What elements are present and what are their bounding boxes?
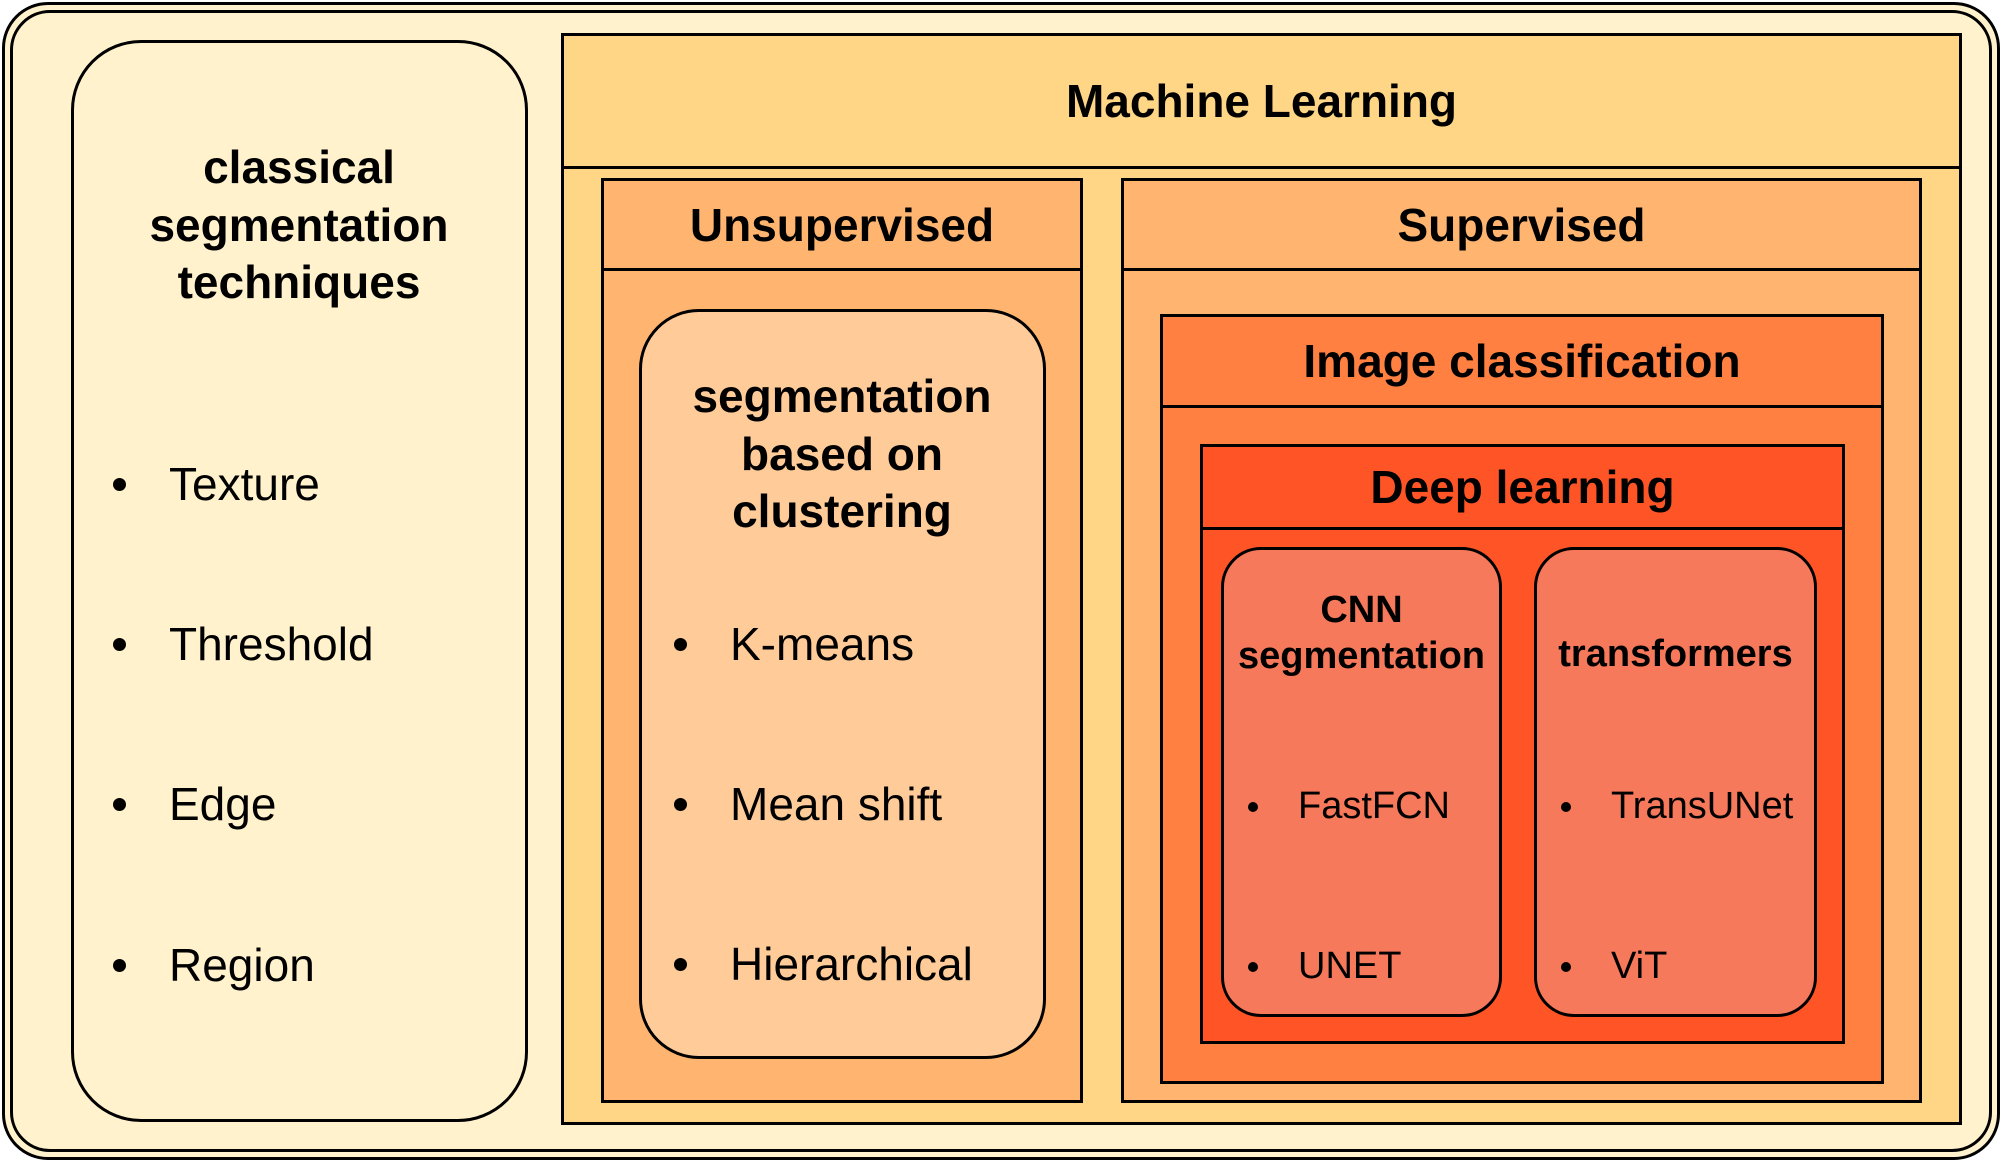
bullet-icon (113, 958, 126, 972)
transformers-item-vit: ViT (1561, 945, 1667, 988)
transformers-item-label: TransUNet (1611, 785, 1794, 827)
bullet-icon (113, 797, 126, 811)
cnn-item-label: UNET (1298, 945, 1402, 987)
clustering-item-kmeans: K-means (674, 617, 914, 671)
bullet-icon (1248, 961, 1258, 972)
machine-learning-header: Machine Learning (564, 36, 1959, 169)
classical-item-region: Region (113, 938, 315, 992)
classical-techniques-title: classical segmentation techniques (149, 141, 449, 308)
classical-techniques-panel: classical segmentation techniques Textur… (71, 40, 528, 1122)
cnn-item-fastfcn: FastFCN (1248, 785, 1450, 828)
clustering-item-label: Hierarchical (730, 938, 973, 990)
bullet-icon (1561, 801, 1571, 812)
classical-item-label: Edge (169, 778, 277, 830)
unsupervised-title: Unsupervised (689, 198, 995, 251)
machine-learning-title: Machine Learning (1065, 75, 1458, 127)
bullet-icon (674, 637, 687, 651)
bullet-icon (674, 797, 687, 811)
supervised-title: Supervised (1397, 198, 1646, 251)
bullet-icon (113, 477, 126, 491)
image-classification-header: Image classification (1163, 317, 1881, 408)
bullet-icon (1561, 961, 1571, 972)
image-classification-title: Image classification (1303, 335, 1741, 387)
cnn-segmentation-panel: CNN segmentation FastFCN UNET (1221, 547, 1502, 1017)
clustering-segmentation-panel: segmentation based on clustering K-means… (639, 309, 1046, 1059)
classical-item-threshold: Threshold (113, 617, 374, 671)
clustering-item-label: K-means (730, 618, 915, 670)
classical-item-label: Threshold (169, 618, 374, 670)
deep-learning-header: Deep learning (1203, 447, 1842, 530)
cnn-segmentation-title: CNN segmentation (1237, 589, 1486, 677)
diagram-frame-inner-border (10, 10, 1992, 1152)
bullet-icon (113, 637, 126, 651)
unsupervised-header: Unsupervised (604, 181, 1080, 271)
classical-item-edge: Edge (113, 777, 276, 831)
cnn-item-label: FastFCN (1298, 785, 1450, 827)
clustering-item-hierarchical: Hierarchical (674, 937, 973, 991)
bullet-icon (674, 957, 687, 971)
clustering-item-mean-shift: Mean shift (674, 777, 942, 831)
transformers-title: transformers (1558, 633, 1793, 675)
clustering-segmentation-title: segmentation based on clustering (692, 370, 992, 537)
transformers-panel: transformers TransUNet ViT (1534, 547, 1817, 1017)
cnn-item-unet: UNET (1248, 945, 1401, 988)
classical-item-texture: Texture (113, 457, 320, 511)
clustering-item-label: Mean shift (730, 778, 943, 830)
bullet-icon (1248, 801, 1258, 812)
classical-item-label: Region (169, 939, 315, 991)
supervised-header: Supervised (1124, 181, 1919, 271)
transformers-item-transunet: TransUNet (1561, 785, 1793, 828)
transformers-item-label: ViT (1611, 945, 1668, 987)
deep-learning-title: Deep learning (1370, 461, 1675, 513)
classical-item-label: Texture (169, 458, 320, 510)
